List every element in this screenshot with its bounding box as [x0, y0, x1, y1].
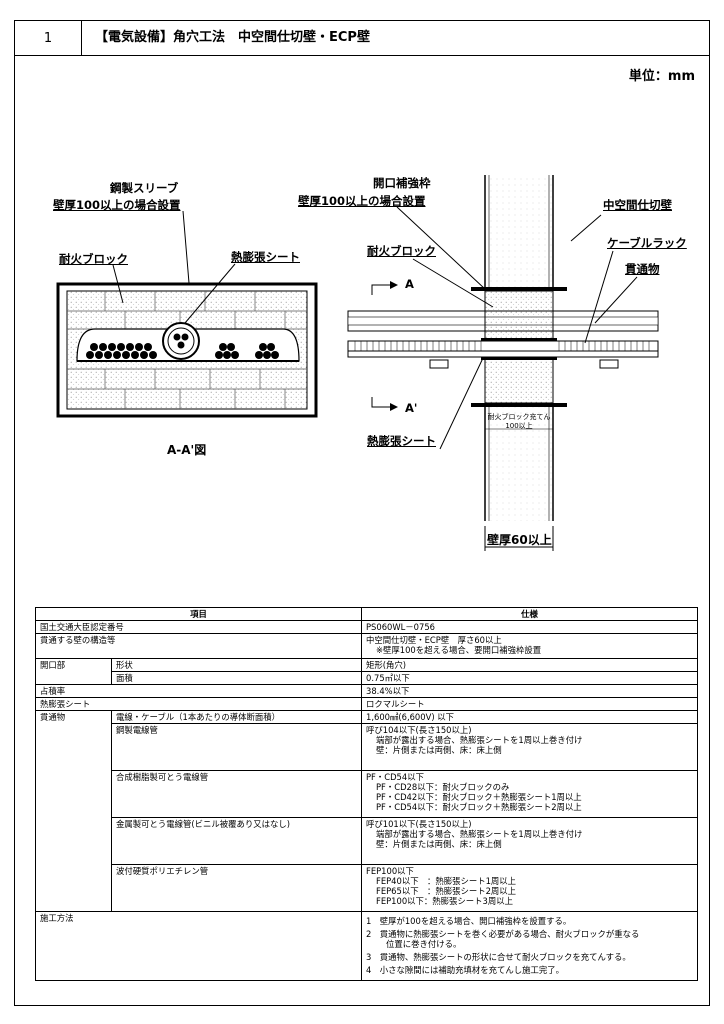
cell-metal-value: 呼び101以下(長さ150以上) 端部が露出する場合、熱膨張シートを1周以上巻き… [361, 817, 698, 865]
cell-wall-label: 貫通する壁の構造等 [35, 633, 362, 659]
label-fill-note-line1: 耐火ブロック充てん [487, 413, 551, 421]
cell-penetrant-label: 貫通物 [35, 710, 112, 912]
cell-sheet-value: ロクマルシート [361, 697, 698, 711]
fep-value-line: FEP100以下：熱膨張シート3周以上 [376, 896, 513, 906]
table-row: 面積 0.75㎡以下 [36, 671, 698, 685]
label-fire-block-left: 耐火ブロック [59, 252, 128, 266]
method-step: 3 貫通物、熱膨張シートの形状に合せて耐火ブロックを充てんする。 [366, 952, 631, 962]
fep-value-line: FEP40以下 ：熱膨張シート1周以上 [376, 876, 517, 886]
spec-table: 項目 仕様 国土交通大臣認定番号 PS060WL－0756 貫通する壁の構造等 … [35, 607, 698, 981]
document-frame: 1 【電気設備】角穴工法 中空間仕切壁・ECP壁 単位：mm [14, 20, 710, 1006]
label-sleeve-note: 壁厚100以上の場合設置 [53, 198, 181, 212]
unit-label: 単位：mm [628, 69, 695, 84]
label-penetrant: 貫通物 [625, 262, 660, 276]
steel-value-line: 壁：片側または両側、床：床上側 [376, 745, 502, 755]
page-number: 1 [15, 21, 82, 55]
label-opening-frame: 開口補強枠 [373, 176, 431, 190]
label-fill-note: 耐火ブロック充てん 100以上 [481, 413, 557, 431]
metal-value-line: 端部が露出する場合、熱膨張シートを1周以上巻き付け [376, 829, 583, 839]
method-step: 4 小さな隙間には補助充填材を充てんし施工完了。 [366, 965, 564, 975]
header-item: 項目 [35, 607, 362, 621]
cell-cert-label: 国土交通大臣認定番号 [35, 620, 362, 634]
drawing-svg [56, 175, 659, 551]
cell-area-value: 0.75㎡以下 [361, 671, 698, 685]
cell-method-label: 施工方法 [35, 911, 362, 981]
resin-value-line: PF・CD54以下 [366, 772, 424, 782]
cell-opening-label: 開口部 [35, 658, 112, 685]
page-title: 【電気設備】角穴工法 中空間仕切壁・ECP壁 [95, 30, 370, 45]
label-frame-note: 壁厚100以上の場合設置 [298, 194, 426, 208]
wall-section-view [347, 175, 659, 551]
method-step: 1 壁厚が100を超える場合、開口補強枠を設置する。 [366, 916, 572, 926]
cell-method-value: 1 壁厚が100を超える場合、開口補強枠を設置する。 2 貫通物に熱膨張シートを… [361, 911, 698, 981]
method-step: 2 貫通物に熱膨張シートを巻く必要がある場合、耐火ブロックが重なる [366, 929, 640, 939]
cell-occupancy-value: 38.4%以下 [361, 684, 698, 698]
cell-cable-value: 1,600㎟(6,600V) 以下 [361, 710, 698, 724]
table-row: 金属製可とう電線管(ビニル被覆あり又はなし) 呼び101以下(長さ150以上) … [36, 817, 698, 865]
resin-value-line: PF・CD54以下：耐火ブロック＋熱膨張シート2周以上 [376, 802, 582, 812]
label-hollow-wall: 中空間仕切壁 [603, 198, 672, 212]
steel-value-line: 呼び104以下(長さ150以上) [366, 725, 472, 735]
fep-value-line: FEP100以下 [366, 866, 414, 876]
cell-shape-label: 形状 [111, 658, 362, 672]
wall-value-line: 中空間仕切壁・ECP壁 厚さ60以上 [366, 635, 502, 645]
table-header-row: 項目 仕様 [35, 607, 698, 621]
fep-value-line: FEP65以下 ：熱膨張シート2周以上 [376, 886, 517, 896]
cell-metal-label: 金属製可とう電線管(ビニル被覆あり又はなし) [111, 817, 362, 865]
cell-steel-value: 呼び104以下(長さ150以上) 端部が露出する場合、熱膨張シートを1周以上巻き… [361, 723, 698, 771]
cell-cert-value: PS060WL－0756 [361, 620, 698, 634]
table-row: 波付硬質ポリエチレン管 FEP100以下 FEP40以下 ：熱膨張シート1周以上… [36, 864, 698, 912]
table-row: 鋼製電線管 呼び104以下(長さ150以上) 端部が露出する場合、熱膨張シートを… [36, 723, 698, 771]
cell-sheet-label: 熱膨張シート [35, 697, 362, 711]
header-bar: 1 【電気設備】角穴工法 中空間仕切壁・ECP壁 [15, 21, 709, 56]
label-wall-thickness: 壁厚60以上 [487, 533, 552, 547]
cell-resin-value: PF・CD54以下 PF・CD28以下：耐火ブロックのみ PF・CD42以下：耐… [361, 770, 698, 818]
cell-area-label: 面積 [111, 671, 362, 685]
table-row: 施工方法 1 壁厚が100を超える場合、開口補強枠を設置する。 2 貫通物に熱膨… [35, 911, 698, 981]
resin-value-line: PF・CD28以下：耐火ブロックのみ [376, 782, 510, 792]
wall-value-line: ※壁厚100を超える場合、要開口補強枠設置 [376, 645, 542, 655]
resin-value-line: PF・CD42以下：耐火ブロック＋熱膨張シート1周以上 [376, 792, 582, 802]
cell-cable-label: 電線・ケーブル（1本あたりの導体断面積） [111, 710, 362, 724]
cell-fep-value: FEP100以下 FEP40以下 ：熱膨張シート1周以上 FEP65以下 ：熱膨… [361, 864, 698, 912]
table-row: 合成樹脂製可とう電線管 PF・CD54以下 PF・CD28以下：耐火ブロックのみ… [36, 770, 698, 818]
metal-value-line: 呼び101以下(長さ150以上) [366, 819, 472, 829]
label-steel-sleeve: 鋼製スリーブ [110, 181, 179, 195]
cell-wall-value: 中空間仕切壁・ECP壁 厚さ60以上 ※壁厚100を超える場合、要開口補強枠設置 [361, 633, 698, 659]
metal-value-line: 壁：片側または両側、床：床上側 [376, 839, 502, 849]
label-section-a: A [405, 277, 414, 291]
table-row: 開口部 形状 矩形(角穴) [35, 658, 698, 685]
steel-value-line: 端部が露出する場合、熱膨張シートを1周以上巻き付け [376, 735, 583, 745]
cell-shape-value: 矩形(角穴) [361, 658, 698, 672]
label-intumescent-left: 熱膨張シート [231, 250, 300, 264]
label-intumescent-right: 熱膨張シート [367, 434, 436, 448]
header-spec: 仕様 [361, 607, 698, 621]
table-row: 熱膨張シート ロクマルシート [35, 697, 698, 711]
cell-steel-label: 鋼製電線管 [111, 723, 362, 771]
cell-resin-label: 合成樹脂製可とう電線管 [111, 770, 362, 818]
construction-drawing: 鋼製スリーブ 壁厚100以上の場合設置 耐火ブロック 熱膨張シート A-A'図 … [15, 21, 711, 581]
label-section-caption: A-A'図 [167, 443, 207, 457]
label-section-a-prime: A' [405, 401, 418, 415]
label-fire-block-right: 耐火ブロック [367, 244, 436, 258]
label-fill-note-line2: 100以上 [505, 422, 533, 430]
cell-fep-label: 波付硬質ポリエチレン管 [111, 864, 362, 912]
label-cable-rack: ケーブルラック [607, 236, 687, 250]
table-row: 国土交通大臣認定番号 PS060WL－0756 [35, 620, 698, 634]
table-row: 貫通物 電線・ケーブル（1本あたりの導体断面積） 1,600㎟(6,600V) … [35, 710, 698, 912]
table-row: 占積率 38.4%以下 [35, 684, 698, 698]
section-aa-view [56, 210, 318, 418]
method-step-cont: 位置に巻き付ける。 [386, 939, 462, 949]
cell-occupancy-label: 占積率 [35, 684, 362, 698]
table-row: 貫通する壁の構造等 中空間仕切壁・ECP壁 厚さ60以上 ※壁厚100を超える場… [35, 633, 698, 659]
